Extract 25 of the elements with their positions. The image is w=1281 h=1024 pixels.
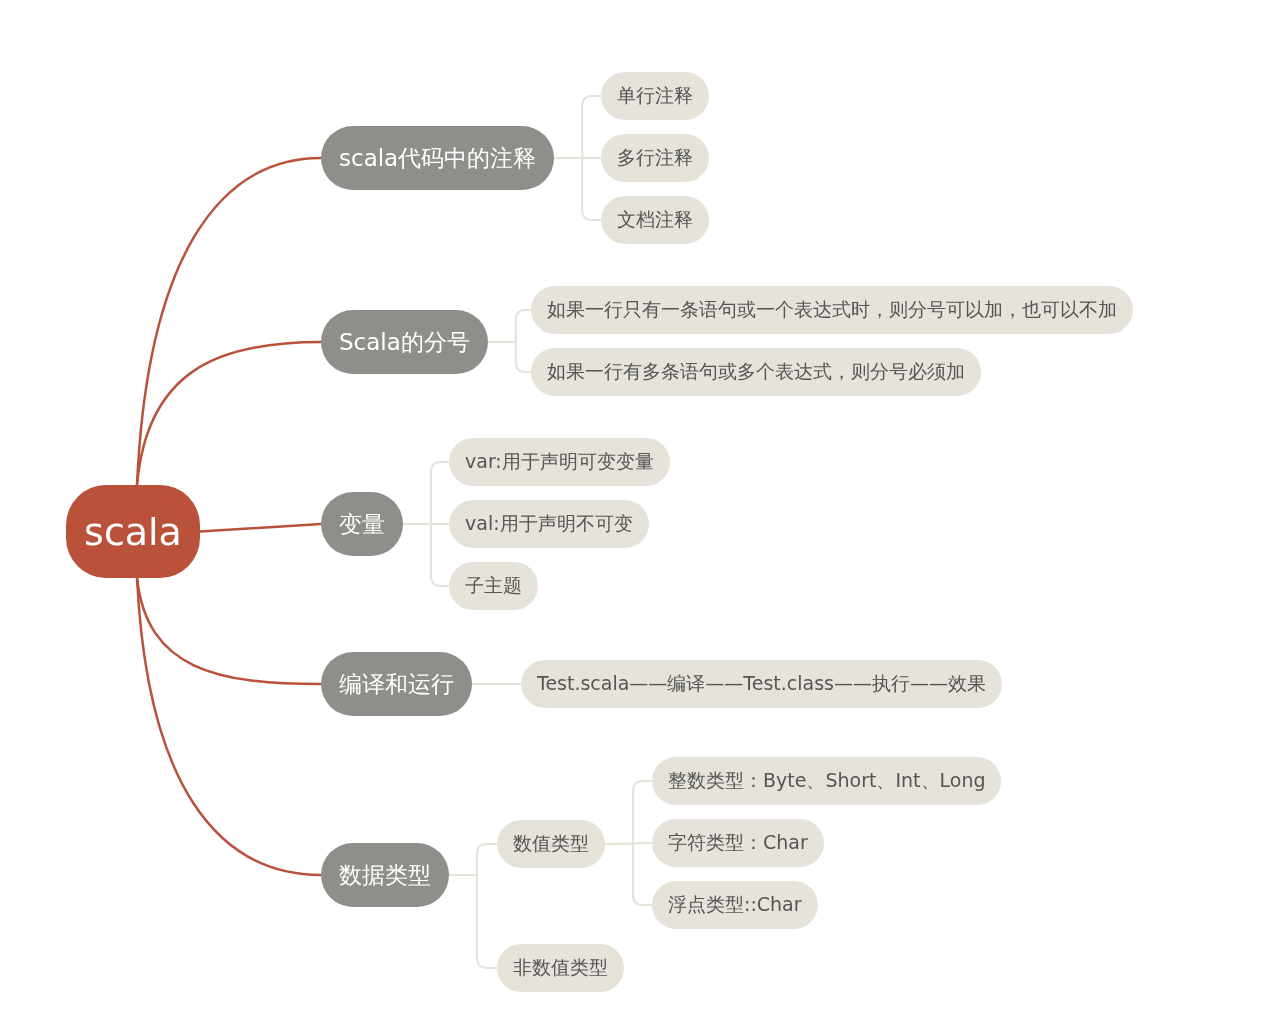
connector-line: [135, 577, 322, 877]
subtopic-box: 子主题: [449, 562, 538, 610]
subtopic-box: 字符类型：Char: [652, 819, 824, 867]
central-topic: scala: [66, 485, 200, 578]
subtopic-box: 如果一行只有一条语句或一个表达式时，则分号可以加，也可以不加: [531, 286, 1133, 334]
subtopic-box: 整数类型：Byte、Short、Int、Long: [652, 757, 1002, 805]
subtopic-box: 浮点类型::Char: [652, 881, 818, 929]
connector-line: [135, 577, 321, 686]
topic-box: 编译和运行: [321, 652, 472, 716]
connector-line: [135, 340, 322, 486]
subtopic-box: 非数值类型: [497, 944, 624, 992]
topic-box: scala代码中的注释: [321, 126, 555, 190]
subtopic-box: 多行注释: [601, 134, 709, 182]
topic-box: Scala的分号: [321, 310, 488, 374]
subtopic-box: val:用于声明不可变: [449, 500, 649, 548]
subtopic-box: 文档注释: [601, 196, 709, 244]
topic-box: 变量: [321, 492, 403, 556]
subtopic-box: 单行注释: [601, 72, 709, 120]
subtopic-box: 如果一行有多条语句或多个表达式，则分号必须加: [531, 348, 981, 396]
topic-box: 数据类型: [321, 843, 449, 907]
subtopic-box: Test.scala——编译——Test.class——执行——效果: [521, 660, 1002, 708]
subtopic-box: var:用于声明可变变量: [449, 438, 670, 486]
subtopic-box: 数值类型: [497, 820, 605, 868]
connector-line: [471, 683, 522, 685]
connector-line: [199, 522, 322, 533]
